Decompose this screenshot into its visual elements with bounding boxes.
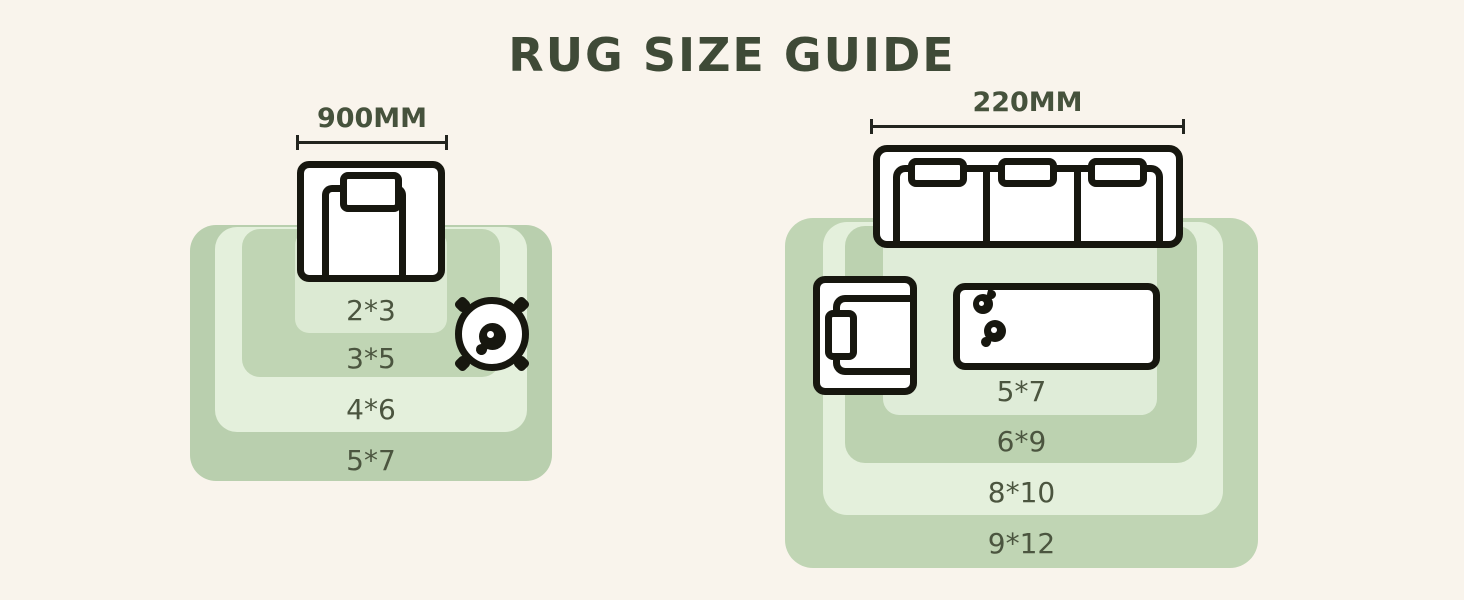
armchair-cushion	[340, 172, 402, 212]
page-title: RUG SIZE GUIDE	[508, 28, 956, 82]
plant-icon	[984, 320, 1006, 342]
rug-label-6x9: 6*9	[996, 425, 1047, 458]
armchair-cushion	[825, 310, 857, 360]
right-dimension-label: 220MM	[972, 87, 1083, 118]
armchair-top-view-right-icon	[813, 276, 917, 395]
rug-label-2x3: 2*3	[346, 294, 396, 327]
rug-label-3x5: 3*5	[346, 342, 396, 375]
rug-label-5x7-right: 5*7	[996, 375, 1047, 408]
plant-icon	[973, 294, 993, 314]
three-seat-sofa-top-view-icon	[873, 145, 1183, 248]
sofa-seat-divider	[1074, 165, 1081, 241]
rug-label-9x12: 9*12	[987, 527, 1056, 560]
rug-label-4x6: 4*6	[346, 393, 396, 426]
right-dimension-line	[870, 119, 1185, 134]
rug-label-8x10: 8*10	[987, 476, 1056, 509]
round-side-table-plant-icon	[448, 290, 536, 378]
rug-label-5x7: 5*7	[346, 444, 396, 477]
sofa-cushion	[908, 158, 967, 187]
sofa-seat-divider	[983, 165, 990, 241]
coffee-table-decor-icon	[953, 283, 1160, 370]
sofa-cushion	[1088, 158, 1147, 187]
left-dimension-line	[296, 135, 448, 150]
sofa-cushion	[998, 158, 1057, 187]
plant-icon	[479, 323, 506, 350]
left-dimension-label: 900MM	[316, 103, 428, 134]
table-top	[455, 297, 529, 371]
armchair-top-view-icon	[297, 161, 445, 282]
